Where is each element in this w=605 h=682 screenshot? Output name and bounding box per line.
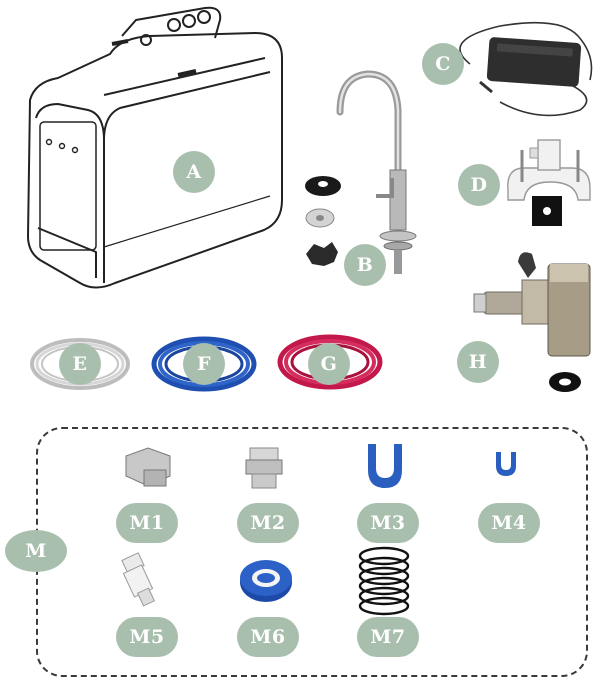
label-M4: M4 — [478, 503, 540, 543]
label-G: G — [308, 343, 350, 385]
label-F: F — [183, 343, 225, 385]
spring-coil-icon — [358, 546, 410, 616]
label-M1: M1 — [116, 503, 178, 543]
label-M3: M3 — [357, 503, 419, 543]
drain-saddle-clamp-icon — [507, 139, 591, 226]
hex-nipple-icon — [245, 447, 283, 489]
power-adapter-icon — [459, 21, 593, 117]
label-M7: M7 — [357, 617, 419, 657]
threaded-adapter-icon — [125, 447, 171, 487]
label-B: B — [344, 244, 386, 286]
label-D: D — [458, 164, 500, 206]
ptfe-tape-roll-icon — [240, 560, 292, 602]
label-E: E — [59, 343, 101, 385]
label-M: M — [5, 530, 67, 572]
feed-water-valve-icon — [473, 252, 591, 392]
label-H: H — [457, 341, 499, 383]
water-purifier-unit-icon — [27, 6, 283, 289]
label-M5: M5 — [116, 617, 178, 657]
label-C: C — [422, 43, 464, 85]
large-u-clip-icon — [368, 444, 402, 488]
label-M6: M6 — [237, 617, 299, 657]
quick-connect-fitting-icon — [121, 552, 156, 607]
label-M2: M2 — [237, 503, 299, 543]
label-A: A — [173, 151, 215, 193]
small-u-clip-icon — [496, 452, 516, 476]
faucet-with-washers-icon — [305, 70, 417, 274]
